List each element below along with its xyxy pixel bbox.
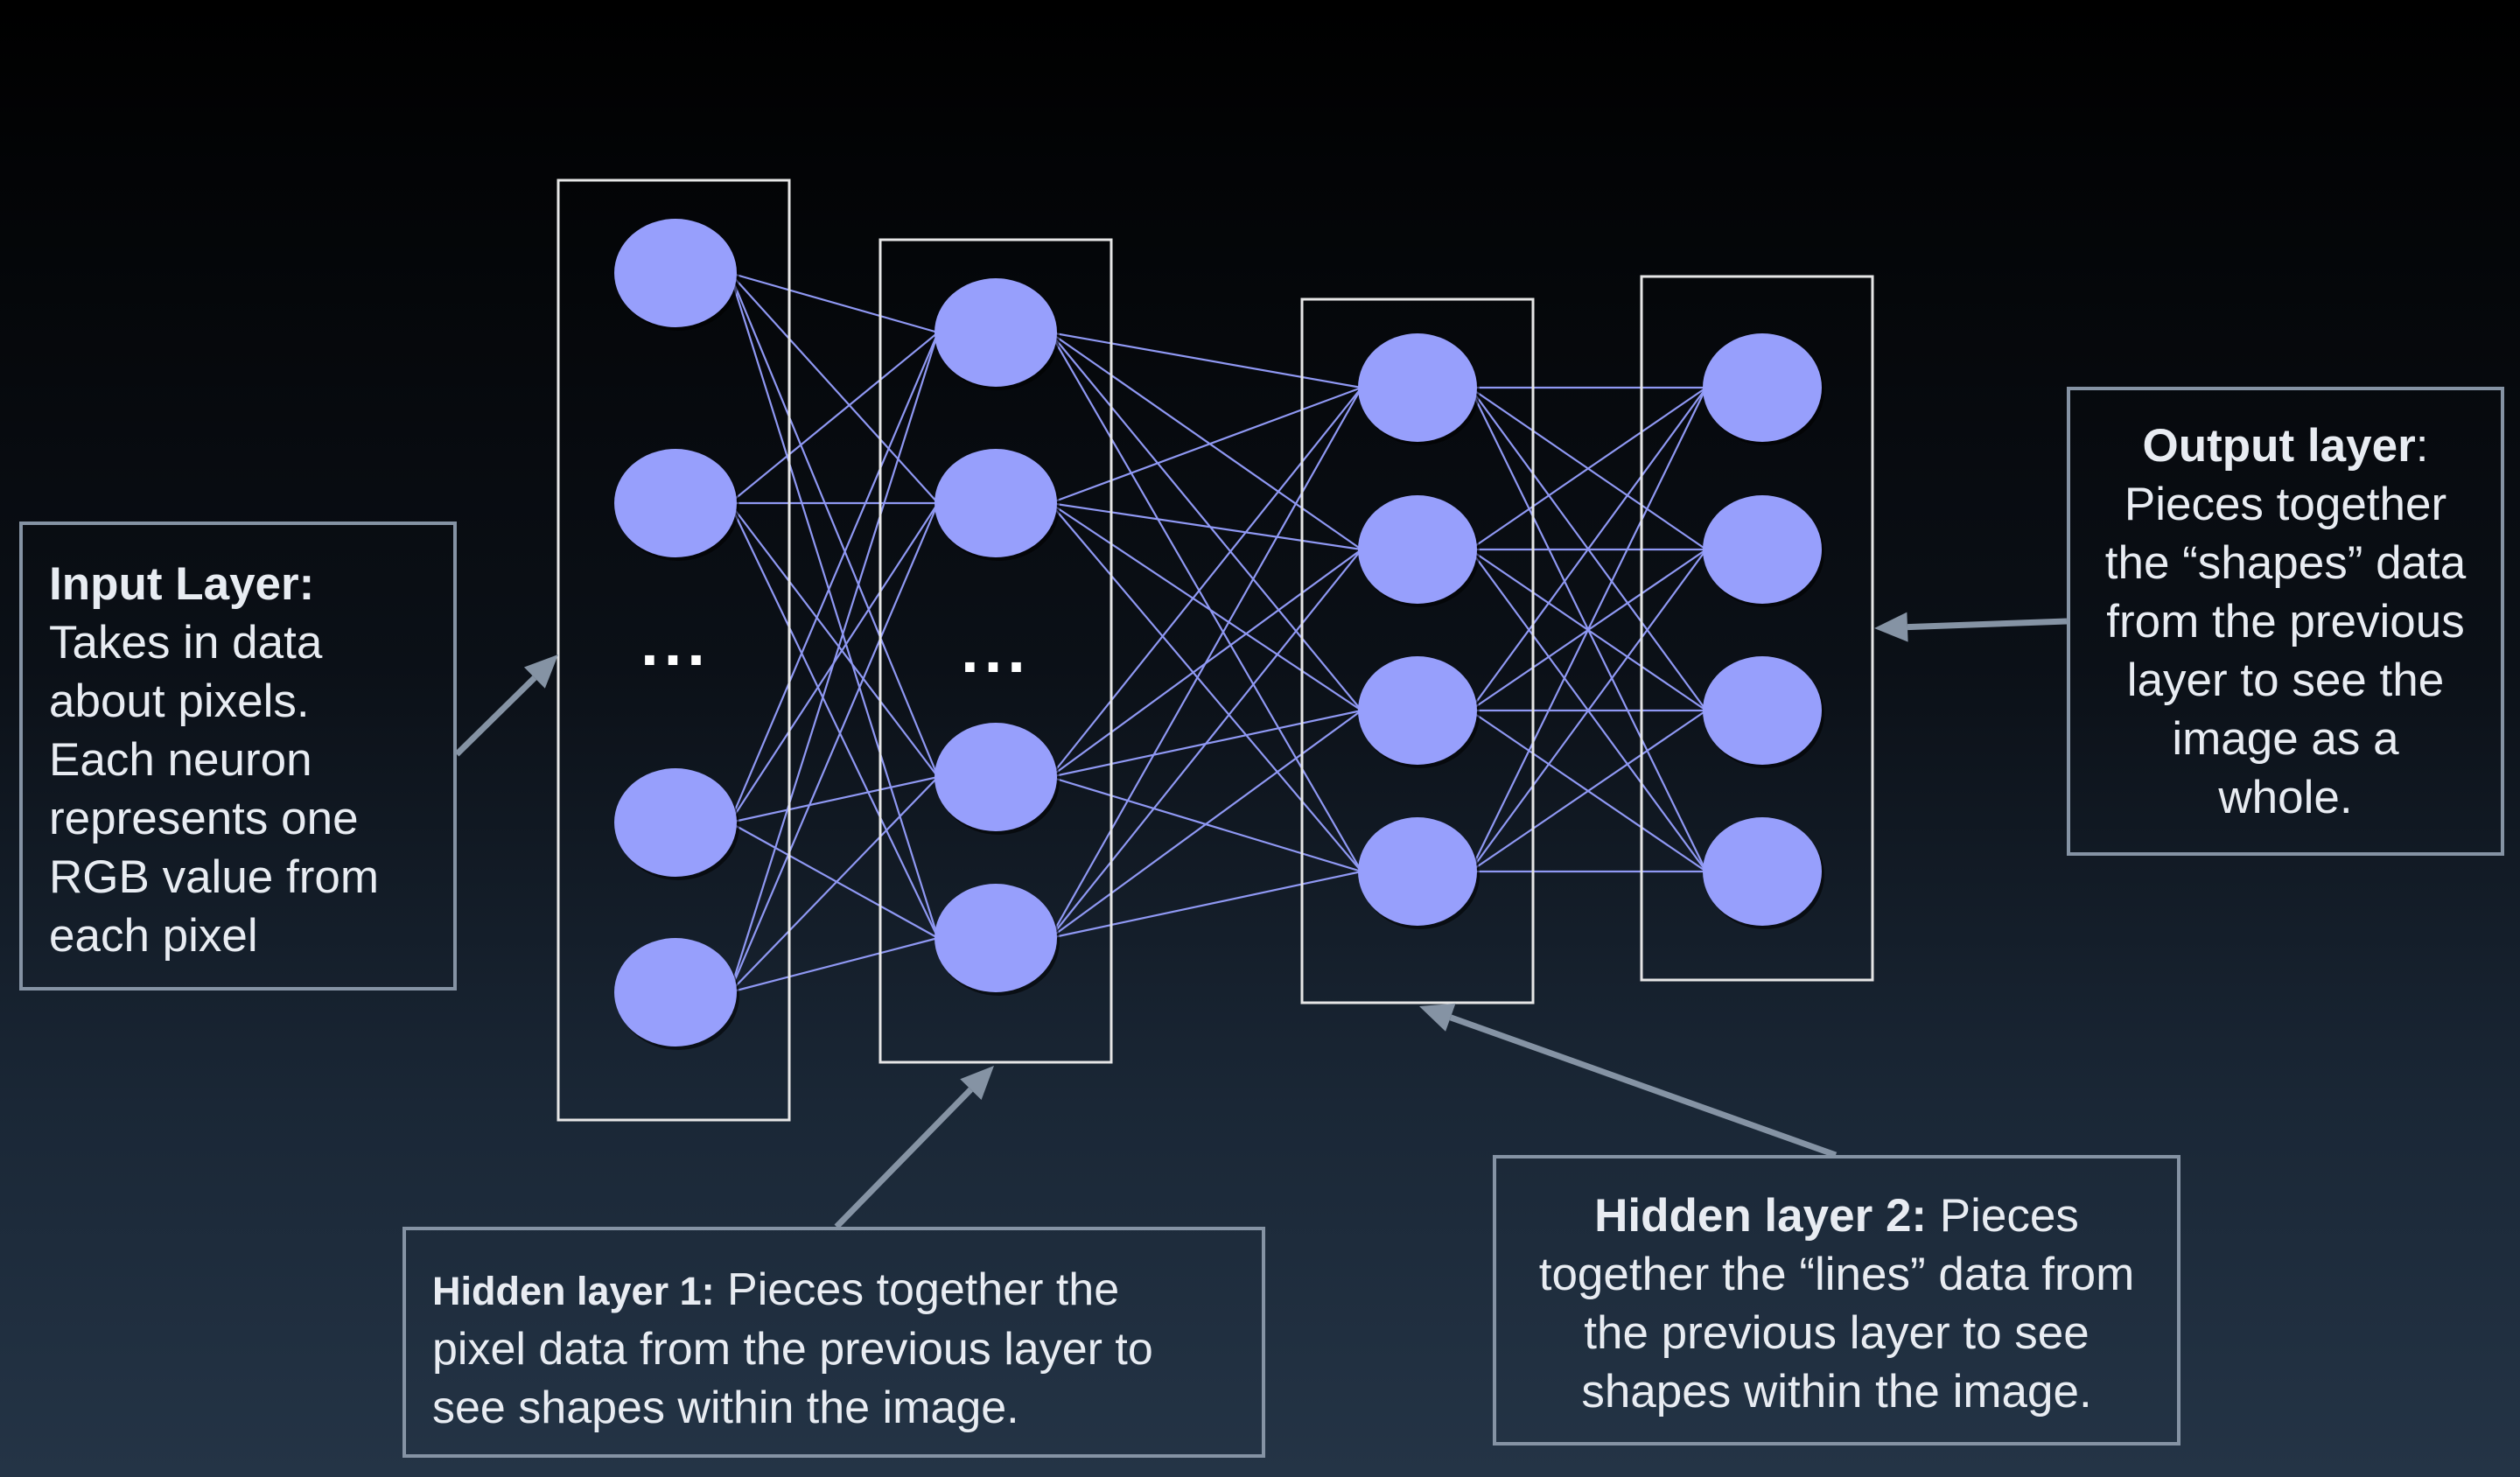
connection-line bbox=[729, 271, 939, 334]
connection-line bbox=[729, 502, 939, 939]
output-callout-arrow-shaft bbox=[1907, 618, 2068, 631]
output-layer-line: layer to see the bbox=[2126, 654, 2445, 706]
connection-line bbox=[1469, 387, 1707, 872]
hidden-layer-1-line: pixel data from the previous layer to bbox=[432, 1324, 1153, 1375]
connection-line bbox=[1049, 502, 1362, 711]
connection-line bbox=[1469, 549, 1707, 872]
input-layer-line: Takes in data bbox=[49, 617, 323, 668]
connection-line bbox=[1049, 332, 1362, 711]
input-layer-line: each pixel bbox=[49, 910, 258, 962]
connection-line bbox=[728, 332, 940, 993]
output-layer-line: from the previous bbox=[2106, 596, 2465, 648]
connection-line bbox=[1049, 332, 1362, 550]
connection-line bbox=[1049, 710, 1362, 939]
connection-line bbox=[1049, 549, 1362, 939]
neuron bbox=[934, 278, 1057, 387]
hidden-layer-1-line: see shapes within the image. bbox=[432, 1382, 1019, 1433]
neuron bbox=[614, 938, 737, 1046]
layer-box-input bbox=[556, 178, 791, 1122]
hidden-layer-1-line: Pieces together the bbox=[714, 1264, 1120, 1315]
connection-line bbox=[729, 775, 939, 824]
neuron bbox=[1703, 495, 1822, 604]
output-layer-line: whole. bbox=[2218, 772, 2353, 823]
output-layer-title: Output layer bbox=[2142, 420, 2416, 472]
hidden2-callout-arrow-head bbox=[1419, 1003, 1456, 1032]
output-layer-callout: Output layer: Pieces together the “shape… bbox=[2067, 387, 2504, 856]
layer-boxes bbox=[556, 178, 1874, 1122]
neuron bbox=[614, 449, 737, 557]
connection-line bbox=[728, 332, 940, 823]
connection-line bbox=[1049, 870, 1362, 940]
layer-ellipses: ...... bbox=[640, 606, 1031, 686]
input-callout-arrow-head bbox=[523, 654, 558, 689]
hidden-layer-2-line: the previous layer to see bbox=[1584, 1307, 2090, 1359]
output-layer-line: image as a bbox=[2172, 713, 2399, 765]
hidden2-callout-arrow-shaft bbox=[1449, 1014, 1838, 1158]
connection-line bbox=[729, 936, 939, 994]
neuron bbox=[1358, 495, 1477, 604]
layer-box-hidden1 bbox=[878, 238, 1113, 1064]
connection-line bbox=[729, 502, 939, 778]
connection-line bbox=[1469, 710, 1707, 872]
connection-line bbox=[728, 272, 940, 778]
hidden-layer-2-line: Pieces bbox=[1927, 1190, 2079, 1242]
neuron bbox=[1358, 656, 1477, 765]
connection-line bbox=[729, 822, 939, 939]
output-layer-line: the “shapes” data bbox=[2104, 537, 2467, 589]
connection-line bbox=[1049, 387, 1362, 778]
neuron bbox=[934, 884, 1057, 992]
connection-line bbox=[729, 776, 939, 993]
neuron bbox=[934, 449, 1057, 557]
hidden1-callout-arrow-shaft bbox=[834, 1087, 973, 1229]
connection-line bbox=[1049, 502, 1362, 872]
hidden-layer-2-line: shapes within the image. bbox=[1581, 1366, 2092, 1418]
neuron bbox=[1358, 817, 1477, 926]
hidden-layer-1-callout: Hidden layer 1: Pieces together the pixe… bbox=[402, 1227, 1265, 1458]
ellipsis-input: ... bbox=[640, 606, 710, 679]
arrows bbox=[454, 612, 2068, 1229]
hidden1-callout-arrow-head bbox=[960, 1066, 994, 1101]
input-layer-title: Input Layer: bbox=[49, 558, 315, 610]
neuron bbox=[1703, 817, 1822, 926]
layer-box-hidden2 bbox=[1300, 298, 1535, 1004]
connection-line bbox=[1049, 332, 1362, 872]
output-layer-line: Pieces together bbox=[2124, 479, 2447, 530]
connection-line bbox=[1469, 387, 1707, 711]
connection-line bbox=[729, 272, 939, 504]
input-callout-arrow-shaft bbox=[454, 676, 537, 757]
input-layer-callout: Input Layer: Takes in data about pixels.… bbox=[19, 522, 457, 990]
connection-line bbox=[728, 502, 940, 993]
neurons bbox=[614, 219, 1824, 1050]
neuron bbox=[1358, 333, 1477, 442]
neuron bbox=[1703, 656, 1822, 765]
connection-line bbox=[1049, 501, 1362, 551]
connection-line bbox=[729, 332, 939, 504]
input-layer-line: about pixels. bbox=[49, 676, 310, 727]
connection-line bbox=[1469, 387, 1707, 550]
connections bbox=[728, 271, 1707, 994]
input-layer-line: Each neuron bbox=[49, 734, 312, 786]
output-callout-arrow-head bbox=[1874, 612, 1908, 642]
hidden-layer-2-callout: Hidden layer 2: Pieces together the “lin… bbox=[1493, 1155, 2180, 1446]
output-layer-title-suffix: : bbox=[2415, 420, 2429, 472]
layer-box-output bbox=[1640, 275, 1874, 982]
input-layer-line: RGB value from bbox=[49, 851, 380, 903]
hidden-layer-1-title: Hidden layer 1: bbox=[432, 1269, 715, 1313]
connection-line bbox=[728, 272, 940, 939]
input-layer-line: represents one bbox=[49, 793, 359, 844]
hidden-layer-2-line: together the “lines” data from bbox=[1538, 1249, 2135, 1300]
neuron bbox=[934, 723, 1057, 831]
neuron bbox=[614, 219, 737, 327]
neuron bbox=[614, 768, 737, 877]
connection-line bbox=[1049, 387, 1362, 939]
ellipsis-hidden1: ... bbox=[961, 613, 1031, 686]
hidden-layer-2-title: Hidden layer 2: bbox=[1594, 1190, 1928, 1242]
neuron bbox=[1703, 333, 1822, 442]
connection-line bbox=[1049, 386, 1362, 505]
connection-line bbox=[1049, 331, 1362, 389]
